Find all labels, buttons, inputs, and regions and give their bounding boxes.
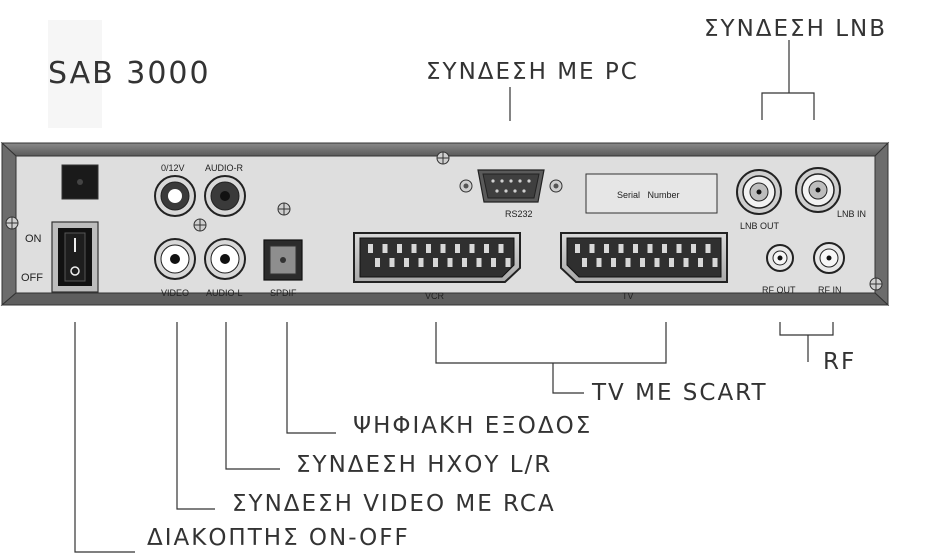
screw-icon	[869, 277, 883, 291]
off-label: OFF	[21, 272, 43, 284]
rf-out-connector[interactable]	[766, 244, 794, 272]
video-jack[interactable]	[154, 238, 196, 280]
screw-icon	[277, 202, 291, 216]
scart-pin	[462, 258, 467, 267]
scart-pin	[618, 244, 624, 253]
scart-pin	[654, 258, 660, 267]
scart-pin	[691, 244, 696, 253]
spdif-port[interactable]	[263, 239, 303, 281]
scart-vcr-port[interactable]	[353, 232, 521, 283]
rf-in-label: RF IN	[818, 285, 842, 295]
scart-pin	[476, 258, 482, 267]
tv-label: TV	[622, 291, 634, 301]
v012-label: 0/12V	[161, 163, 185, 173]
scart-pin	[418, 258, 424, 267]
scart-pin	[589, 244, 595, 253]
audio-l-label: AUDIO-L	[206, 288, 243, 298]
scart-pin	[505, 258, 511, 267]
scart-pin	[676, 244, 682, 253]
lnb-in-connector[interactable]	[795, 167, 841, 213]
callout-audio-lr: ΣΥΝΔΕΣΗ ΗΧΟΥ L/R	[296, 452, 552, 478]
callout-video-rca: ΣΥΝΔΕΣΗ VIDEO ΜΕ RCA	[232, 491, 556, 517]
scart-pin	[469, 244, 475, 253]
scart-pin	[389, 258, 395, 267]
scart-pin	[625, 258, 631, 267]
screw-icon	[436, 151, 450, 165]
scart-pin	[575, 244, 580, 253]
scart-pin	[640, 258, 645, 267]
scart-pin	[662, 244, 667, 253]
rs232-port[interactable]	[459, 169, 563, 203]
scart-pin	[484, 244, 489, 253]
scart-pin	[633, 244, 638, 253]
scart-tv-port[interactable]	[560, 232, 728, 283]
model-name: SAB 3000	[48, 56, 211, 91]
callout-switch: ΔΙΑΚΟΠΤΗΣ ON-OFF	[147, 525, 410, 551]
scart-pin	[433, 258, 438, 267]
serial-number-label: Serial Number	[617, 190, 680, 200]
scart-pin	[375, 258, 380, 267]
scart-pin	[604, 244, 609, 253]
scart-pin	[647, 244, 653, 253]
screw-icon	[193, 218, 207, 232]
lnb-out-label: LNB OUT	[740, 221, 780, 231]
video-label: VIDEO	[161, 288, 189, 298]
rf-out-label: RF OUT	[762, 285, 796, 295]
spdif-label: SPDIF	[270, 288, 297, 298]
rf-in-connector[interactable]	[813, 242, 845, 274]
on-label: ON	[25, 233, 42, 245]
scart-pin	[582, 258, 587, 267]
scart-pin	[491, 258, 496, 267]
screw-icon	[5, 216, 19, 230]
vcr-label: VCR	[425, 291, 445, 301]
callout-pc: ΣΥΝΔΕΣΗ ΜΕ PC	[426, 59, 639, 85]
scart-pin	[705, 244, 711, 253]
power-switch[interactable]	[51, 221, 99, 293]
scart-pin	[712, 258, 718, 267]
callout-digital-out: ΨΗΦΙΑΚΗ ΕΞΟΔΟΣ	[353, 413, 592, 439]
scart-pin	[596, 258, 602, 267]
serial-number-plate	[585, 173, 718, 214]
scart-pin	[426, 244, 431, 253]
scart-pin	[440, 244, 446, 253]
model-background	[48, 20, 102, 128]
scart-pin	[698, 258, 703, 267]
lnb-out-connector[interactable]	[736, 169, 782, 215]
scart-pin	[368, 244, 373, 253]
audio-l-jack[interactable]	[204, 238, 246, 280]
scart-pin	[447, 258, 453, 267]
lnb-in-label: LNB IN	[837, 209, 866, 219]
leader-lines	[74, 40, 834, 553]
audio-r-label: AUDIO-R	[205, 163, 244, 173]
scart-pin	[669, 258, 674, 267]
callout-rf: RF	[823, 349, 856, 375]
scart-pin	[382, 244, 388, 253]
callout-lnb: ΣΥΝΔΕΣΗ LNB	[704, 16, 887, 42]
output-12v-jack[interactable]	[154, 175, 196, 217]
audio-r-jack[interactable]	[204, 175, 246, 217]
callout-scart: TV ΜΕ SCART	[591, 380, 768, 406]
scart-pin	[683, 258, 689, 267]
scart-pin	[411, 244, 417, 253]
scart-pin	[611, 258, 616, 267]
rs232-label: RS232	[505, 209, 533, 219]
scart-pin	[397, 244, 402, 253]
scart-pin	[404, 258, 409, 267]
scart-pin	[455, 244, 460, 253]
scart-pin	[498, 244, 504, 253]
power-socket	[61, 164, 99, 200]
